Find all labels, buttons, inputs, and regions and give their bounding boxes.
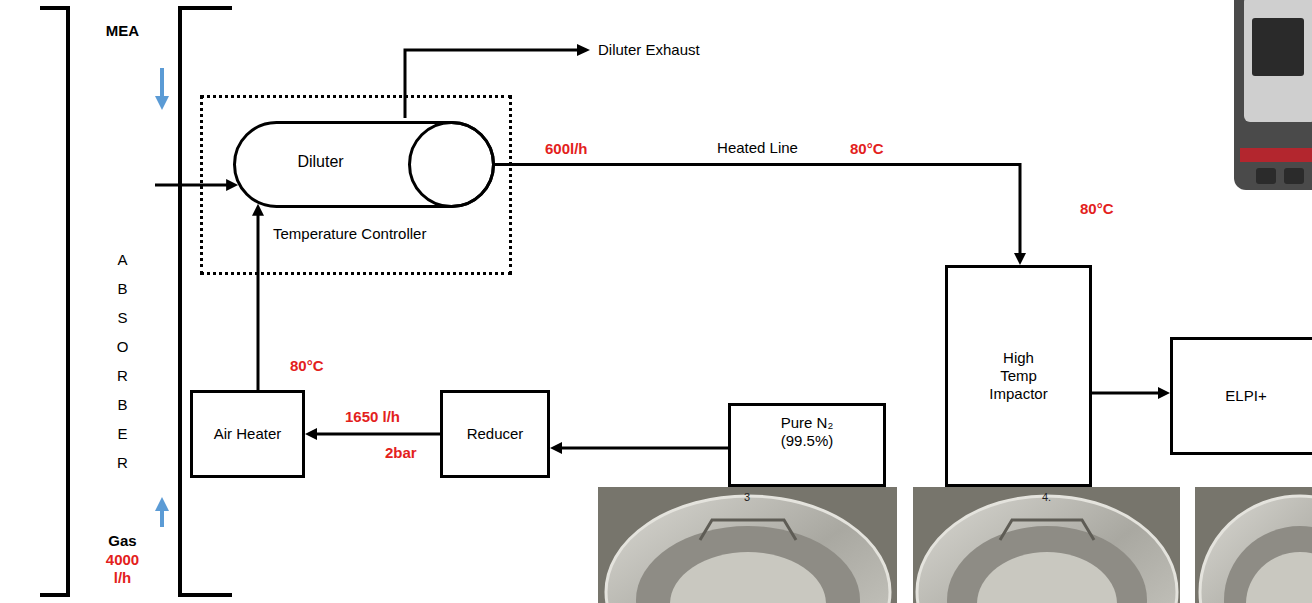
node-text: 4000 l/h [100,551,145,587]
connector-arrow [1092,387,1170,399]
connector-arrow [550,442,728,454]
controller-box: Temperature Controller Diluter [200,95,512,275]
node-text: Gas [90,532,155,550]
flow-arrow [155,497,169,527]
arrow-head [1014,253,1026,265]
arrow-head [305,428,317,440]
connector-arrow [495,165,1026,266]
temperature-value: 80°C [1080,200,1114,218]
node-text: High Temp Impactor [987,349,1051,403]
node-text: MEA [90,22,155,40]
bracket [40,8,68,595]
node-text: Diluter [233,121,408,202]
outlet-label: Diluter Exhaust [598,41,700,59]
flow-arrow [155,68,169,110]
instrument-picture [1234,0,1312,190]
process-box: Reducer [440,390,550,478]
impactor-box: High Temp Impactor [945,265,1092,487]
node-text: Air Heater [214,425,282,443]
impactor-photo [598,487,897,603]
node-text: Reducer [467,425,524,443]
pressure-value: 2bar [385,444,417,462]
connector-arrow [252,204,264,390]
absorber-column: MEA ABSORBER Gas4000 l/h [90,8,155,595]
connector-line [495,165,1020,255]
arrow-head [550,442,562,454]
connector-line [316,433,440,436]
node-text: Temperature Controller [273,225,426,243]
node-text: ELPI+ [1225,387,1266,405]
connector-label: 1650 l/h [343,408,402,426]
vessel-outline [233,121,495,208]
stage-number: 4. [1042,491,1051,503]
connector-arrow [305,428,440,440]
flow-rate: 600l/h [545,140,588,158]
connector-label: Heated Line [715,139,800,157]
diluter-vessel: Diluter [233,121,495,208]
connector-line [257,215,260,390]
temperature-value: 80°C [290,357,324,375]
gas-supply-box: Pure N₂ (99.5%) [728,403,886,487]
connector-line [1092,392,1159,395]
temperature-value: 80°C [850,140,884,158]
process-box: Air Heater [190,390,305,478]
node-text: Pure N₂ (99.5%) [771,414,843,450]
connector-arrow [155,179,238,191]
exhaust-line [405,44,590,118]
stage-number: 3 [744,491,750,503]
impactor-photo [1195,487,1312,603]
node-text: ABSORBER [115,245,130,477]
impactor-photo [913,487,1180,603]
arrow-head [1158,387,1170,399]
connector-line [155,184,227,187]
instrument-box: ELPI+ [1170,337,1312,455]
connector-line [561,447,728,450]
